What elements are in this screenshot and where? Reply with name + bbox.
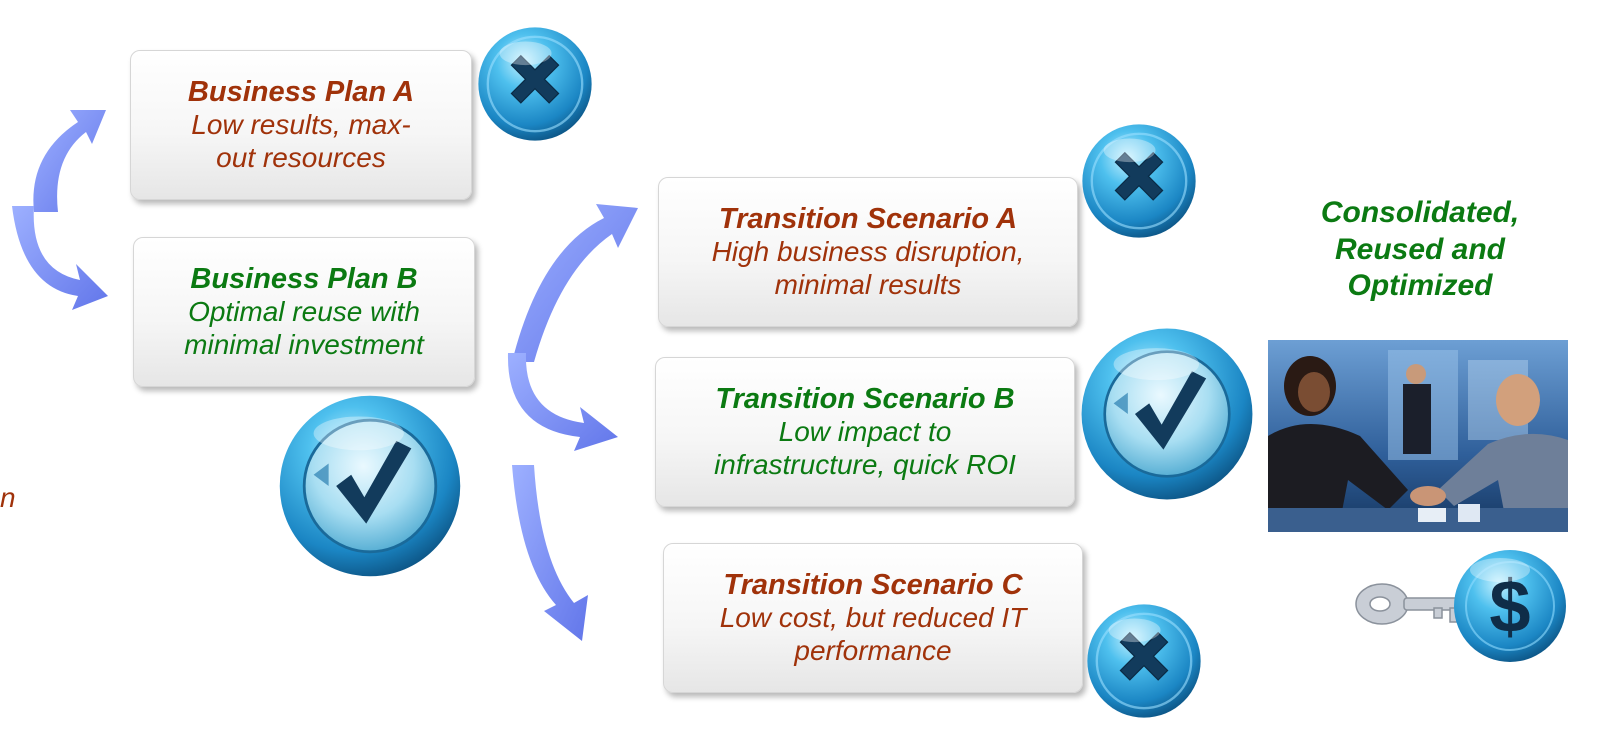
- result-title: Consolidated, Reused and Optimized: [1270, 195, 1570, 305]
- x-circle-icon: [478, 27, 592, 141]
- business-plan-b-title: Business Plan B: [190, 262, 418, 295]
- business-plan-a-card: Business Plan A Low results, max- out re…: [130, 50, 472, 200]
- cycle-arrow-down: [12, 206, 108, 310]
- transition-scenario-b-desc-line1: Low impact to: [778, 416, 952, 448]
- transition-scenario-b-card: Transition Scenario B Low impact to infr…: [655, 357, 1075, 507]
- transition-scenario-b-title: Transition Scenario B: [715, 382, 1015, 415]
- transition-scenario-a-card: Transition Scenario A High business disr…: [658, 177, 1078, 327]
- business-plan-b-desc-line2: minimal investment: [184, 328, 424, 360]
- svg-text:$: $: [1489, 565, 1530, 648]
- key-dollar-icon: $: [1350, 540, 1568, 690]
- branch-arrow-middle: [507, 353, 618, 451]
- left-text-fragment: n: [0, 482, 16, 513]
- result-line3: Optimized: [1347, 269, 1493, 303]
- x-circle-icon: [1082, 124, 1196, 238]
- business-plan-b-desc-line1: Optimal reuse with: [188, 296, 420, 328]
- business-plan-a-title: Business Plan A: [187, 75, 415, 108]
- branch-arrow-up: [512, 204, 638, 362]
- transition-scenario-a-desc-line2: minimal results: [774, 268, 962, 300]
- business-handshake-photo: [1268, 340, 1568, 532]
- business-plan-a-desc-line1: Low results, max-: [191, 109, 411, 141]
- result-line1: Consolidated,: [1320, 196, 1520, 229]
- transition-scenario-a-desc-line1: High business disruption,: [711, 236, 1025, 268]
- transition-scenario-c-desc-line1: Low cost, but reduced IT: [719, 602, 1027, 634]
- branch-arrow-down: [512, 465, 588, 641]
- transition-scenario-c-card: Transition Scenario C Low cost, but redu…: [663, 543, 1083, 693]
- x-circle-icon: [1087, 604, 1201, 718]
- cycle-arrow-up: [33, 110, 106, 212]
- result-line2: Reused and: [1334, 232, 1506, 266]
- transition-scenario-c-desc-line2: performance: [794, 634, 952, 666]
- business-plan-a-desc-line2: out resources: [216, 141, 386, 173]
- business-plan-b-card: Business Plan B Optimal reuse with minim…: [133, 237, 475, 387]
- transition-scenario-b-desc-line2: infrastructure, quick ROI: [714, 448, 1016, 480]
- check-circle-icon: [279, 395, 461, 577]
- transition-scenario-c-title: Transition Scenario C: [723, 568, 1023, 601]
- transition-scenario-a-title: Transition Scenario A: [718, 202, 1018, 235]
- check-circle-icon: [1081, 328, 1253, 500]
